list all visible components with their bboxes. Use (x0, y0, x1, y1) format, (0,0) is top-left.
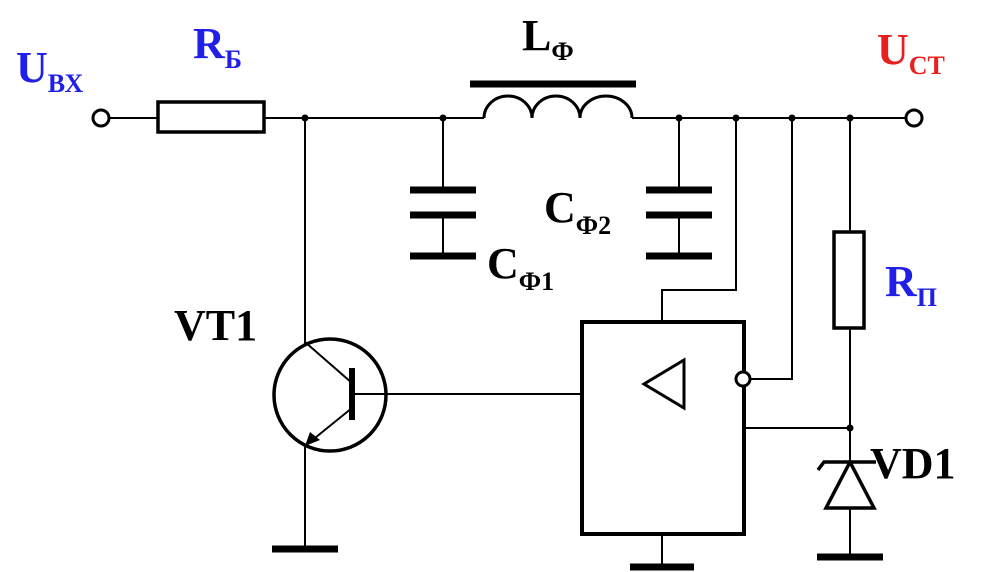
label-l-f: LФ (522, 11, 574, 66)
label-u-st: UСТ (877, 25, 945, 80)
vt1-emitter-arrow (305, 432, 320, 446)
zener-vd1-cathode-bar (816, 460, 876, 472)
ic-supply-wire (661, 118, 737, 322)
label-r-p: RП (885, 257, 937, 312)
label-u-in: UВХ (16, 43, 83, 98)
regulator-ic-block (580, 320, 746, 536)
resistor-rb (156, 100, 266, 134)
zener-vd1-triangle (823, 458, 877, 510)
output-terminal (904, 108, 924, 128)
ic-feedback-wire (750, 118, 793, 380)
ic-inverting-input-bubble (734, 370, 752, 388)
op-amp-triangle-icon (641, 357, 686, 411)
inductor-lf (482, 94, 634, 119)
label-vd1: VD1 (870, 439, 956, 488)
label-r-b: RБ (193, 19, 242, 74)
junction-dot (846, 424, 854, 432)
vt1-collector-leg (304, 341, 353, 384)
label-c-f1: CФ1 (487, 239, 554, 296)
label-vt1: VT1 (174, 301, 257, 350)
resistor-rp (832, 230, 866, 330)
input-terminal (91, 108, 111, 128)
label-c-f2: CФ2 (544, 183, 611, 240)
